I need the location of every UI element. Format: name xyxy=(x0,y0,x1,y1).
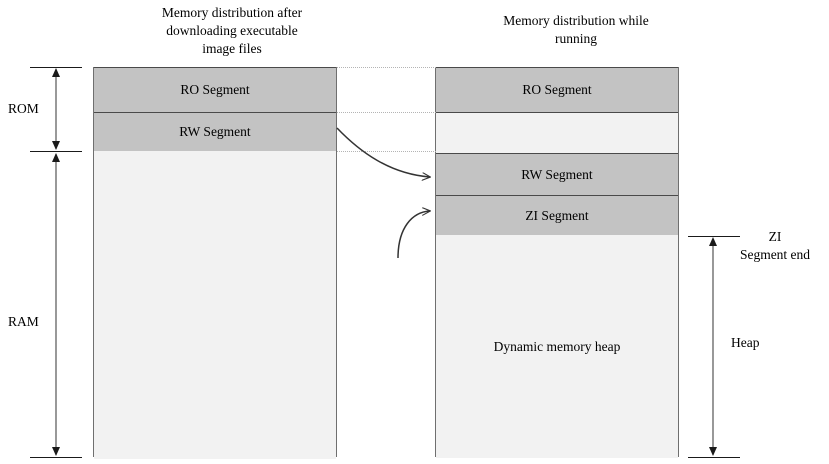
label-heap: Heap xyxy=(731,335,760,350)
zi-segment-end-tick xyxy=(688,236,740,237)
right-segment-rw: RW Segment xyxy=(436,153,678,196)
guide-line-middle xyxy=(337,112,436,113)
arrow-rw-relocation xyxy=(336,127,430,177)
rom-ram-divider-tick xyxy=(30,151,82,152)
ram-dimension-arrow xyxy=(52,153,60,456)
rom-dimension-arrow xyxy=(52,68,60,150)
arrow-zi-creation xyxy=(397,211,430,259)
left-segment-rw: RW Segment xyxy=(94,112,336,152)
left-memory-column: RO Segment RW Segment xyxy=(93,67,337,459)
rom-top-tick xyxy=(30,67,82,68)
right-memory-column: RO Segment RW Segment ZI Segment Dynamic… xyxy=(435,67,679,458)
right-segment-ro: RO Segment xyxy=(436,67,678,113)
right-segment-heap: Dynamic memory heap xyxy=(436,235,678,458)
label-zi-segment-end: ZI Segment end xyxy=(739,229,811,262)
heap-dimension-arrow xyxy=(709,237,717,456)
right-segment-zi: ZI Segment xyxy=(436,195,678,236)
left-panel-title: Memory distribution after downloading ex… xyxy=(161,5,303,56)
guide-line-bottom xyxy=(337,151,436,152)
guide-line-top xyxy=(337,67,436,68)
right-panel-title: Memory distribution while running xyxy=(503,13,649,46)
left-segment-free xyxy=(94,151,336,459)
right-segment-gap xyxy=(436,112,678,154)
heap-bottom-tick xyxy=(688,457,740,458)
label-rom: ROM xyxy=(8,101,39,116)
label-ram: RAM xyxy=(8,314,39,329)
ram-bottom-tick xyxy=(30,457,82,458)
left-segment-ro: RO Segment xyxy=(94,67,336,113)
